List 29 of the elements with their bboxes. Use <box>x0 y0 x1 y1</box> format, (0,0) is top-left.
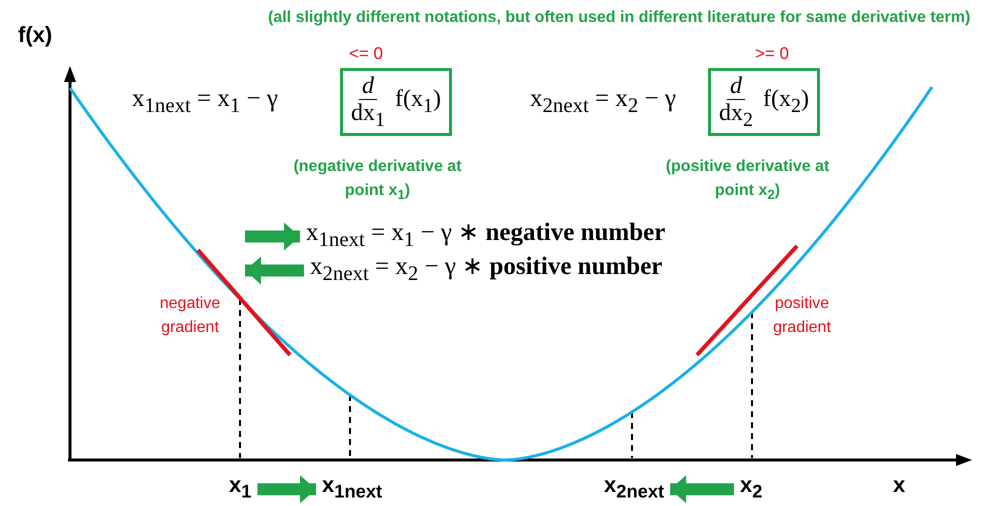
math-text: f(x$_{1}$) <box>395 86 441 118</box>
math-text: f(x$_{2}$) <box>763 86 809 118</box>
formula-text: x$_{1next}$ = x$_{1}$ − γ ∗ negative number <box>306 217 666 252</box>
annotation-text: <= 0 <box>348 43 384 65</box>
axis-point-label: x$_{2next}$ <box>604 472 664 502</box>
formula-text: x$_{1next}$ = x$_{1}$ − γ <box>132 85 278 118</box>
math-text: dx$_{1}$ <box>351 100 385 132</box>
axis-label: x <box>893 472 906 498</box>
formula-text: x$_{2next}$ = x$_{2}$ − γ <box>530 85 676 118</box>
math-text: dx$_{2}$ <box>719 100 753 132</box>
axis-point-label: x$_{2}$ <box>740 472 762 502</box>
formula-box <box>340 68 452 136</box>
arrow <box>245 222 300 250</box>
axis-point-label: x$_{1next}$ <box>322 472 382 502</box>
arrow <box>245 256 304 284</box>
axis-label: f(x) <box>18 22 52 48</box>
formula-text: x$_{2next}$ = x$_{2}$ − γ ∗ positive number <box>310 251 662 286</box>
annotation-text: (positive derivative at point x$_{2}$) <box>664 157 830 204</box>
arrow <box>670 475 734 504</box>
axis-point-label: x$_{1}$ <box>229 472 252 502</box>
formula-box <box>708 68 820 136</box>
annotation-text: (negative derivative at point x$_{1}$) <box>292 157 463 204</box>
annotation-text: negative gradient <box>158 294 222 338</box>
math-text: d <box>359 73 377 100</box>
annotation-text: positive gradient <box>772 294 832 338</box>
math-text: d <box>727 73 745 100</box>
annotation-text: >= 0 <box>754 43 790 65</box>
arrow <box>257 475 316 504</box>
note-text: (all slightly different notations, but often used in different literature for same derivative term) <box>268 9 970 27</box>
